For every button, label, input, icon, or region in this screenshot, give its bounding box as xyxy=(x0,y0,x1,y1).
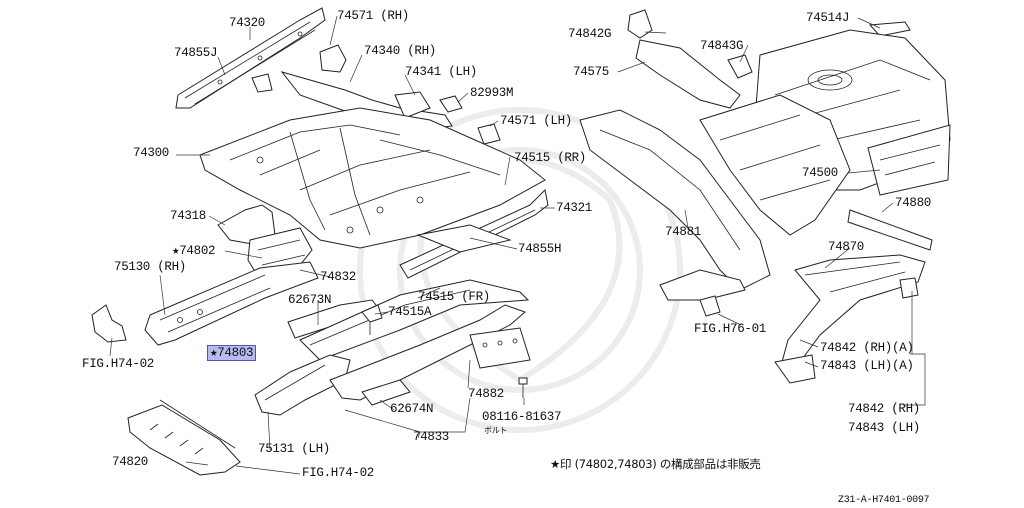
label-82993m: 82993M xyxy=(470,86,514,100)
part-74320-rail xyxy=(175,7,326,109)
label-74321: 74321 xyxy=(556,201,593,215)
label-74803-highlighted[interactable]: ★74803 xyxy=(207,345,257,361)
label-62674n: 62674N xyxy=(390,402,434,416)
part-74571-lh xyxy=(477,123,501,145)
label-74880: 74880 xyxy=(895,196,932,210)
label-74515-rr: 74515 (RR) xyxy=(514,151,587,165)
label-fig-h74-02-upper[interactable]: FIG.H74-02 xyxy=(82,357,155,371)
part-74843g xyxy=(727,54,753,79)
part-74575 xyxy=(635,39,741,109)
part-74881 xyxy=(579,94,851,291)
part-75130-rh xyxy=(144,261,319,346)
part-74855h xyxy=(416,224,512,253)
label-74575: 74575 xyxy=(573,65,610,79)
label-08116-81637: 08116-81637 xyxy=(482,410,562,424)
label-74833: 74833 xyxy=(413,430,450,444)
label-74870: 74870 xyxy=(828,240,865,254)
label-74515-fr: 74515 (FR) xyxy=(418,290,491,304)
label-74820: 74820 xyxy=(112,455,149,469)
label-74300: 74300 xyxy=(133,146,170,160)
diagram-reference-code: Z31-A-H7401-0097 xyxy=(838,495,930,506)
label-62673n: 62673N xyxy=(288,293,332,307)
label-74842g: 74842G xyxy=(568,27,612,41)
label-74881: 74881 xyxy=(665,225,702,239)
part-74514j xyxy=(868,21,911,37)
part-rear-frame-rails xyxy=(659,269,746,317)
label-74514j: 74514J xyxy=(806,11,850,25)
label-74843-lh-a: 74843 (LH)(A) xyxy=(820,359,914,373)
label-74515a: 74515A xyxy=(388,305,432,319)
label-fig-h76-01[interactable]: FIG.H76-01 xyxy=(694,322,767,336)
part-74515-fr xyxy=(299,279,530,361)
leader-lines xyxy=(109,15,926,475)
label-74842-rh-a: 74842 (RH)(A) xyxy=(820,341,914,355)
label-74571-rh: 74571 (RH) xyxy=(337,9,410,23)
part-74571-rh xyxy=(319,44,347,73)
part-74820-cover xyxy=(127,399,241,476)
non-sale-note: ★印 (74802,74803) の構成部品は非販売 xyxy=(550,457,761,471)
part-74318 xyxy=(217,204,276,246)
label-bolt: ボルト xyxy=(484,427,508,436)
label-74855h: 74855H xyxy=(518,242,562,256)
part-74842g xyxy=(627,9,653,39)
label-74842-rh: 74842 (RH) xyxy=(848,402,921,416)
part-74882 xyxy=(469,327,531,369)
part-08116-bolt xyxy=(518,377,528,398)
part-74515a xyxy=(361,304,383,335)
label-74571-lh: 74571 (LH) xyxy=(500,114,573,128)
label-fig-h74-02-lower[interactable]: FIG.H74-02 xyxy=(302,466,375,480)
label-75130-rh: 75130 (RH) xyxy=(114,260,187,274)
part-74880 xyxy=(847,209,933,251)
label-74500: 74500 xyxy=(802,166,839,180)
part-82993m xyxy=(439,95,463,113)
part-74340-74341 xyxy=(251,71,453,131)
label-74340-rh: 74340 (RH) xyxy=(364,44,437,58)
part-fig-h74-02-bracket xyxy=(91,304,127,343)
part-74833 xyxy=(329,304,526,406)
label-74320: 74320 xyxy=(229,16,266,30)
label-74341-lh: 74341 (LH) xyxy=(405,65,478,79)
label-74843-lh: 74843 (LH) xyxy=(848,421,921,435)
label-74855j: 74855J xyxy=(174,46,218,60)
label-74882: 74882 xyxy=(468,387,505,401)
label-75131-lh: 75131 (LH) xyxy=(258,442,331,456)
label-74843g: 74843G xyxy=(700,39,744,53)
label-74832: 74832 xyxy=(320,270,357,284)
part-74300-front-floor xyxy=(199,107,546,249)
label-74318: 74318 xyxy=(170,209,207,223)
label-74802: ★74802 xyxy=(172,244,216,258)
